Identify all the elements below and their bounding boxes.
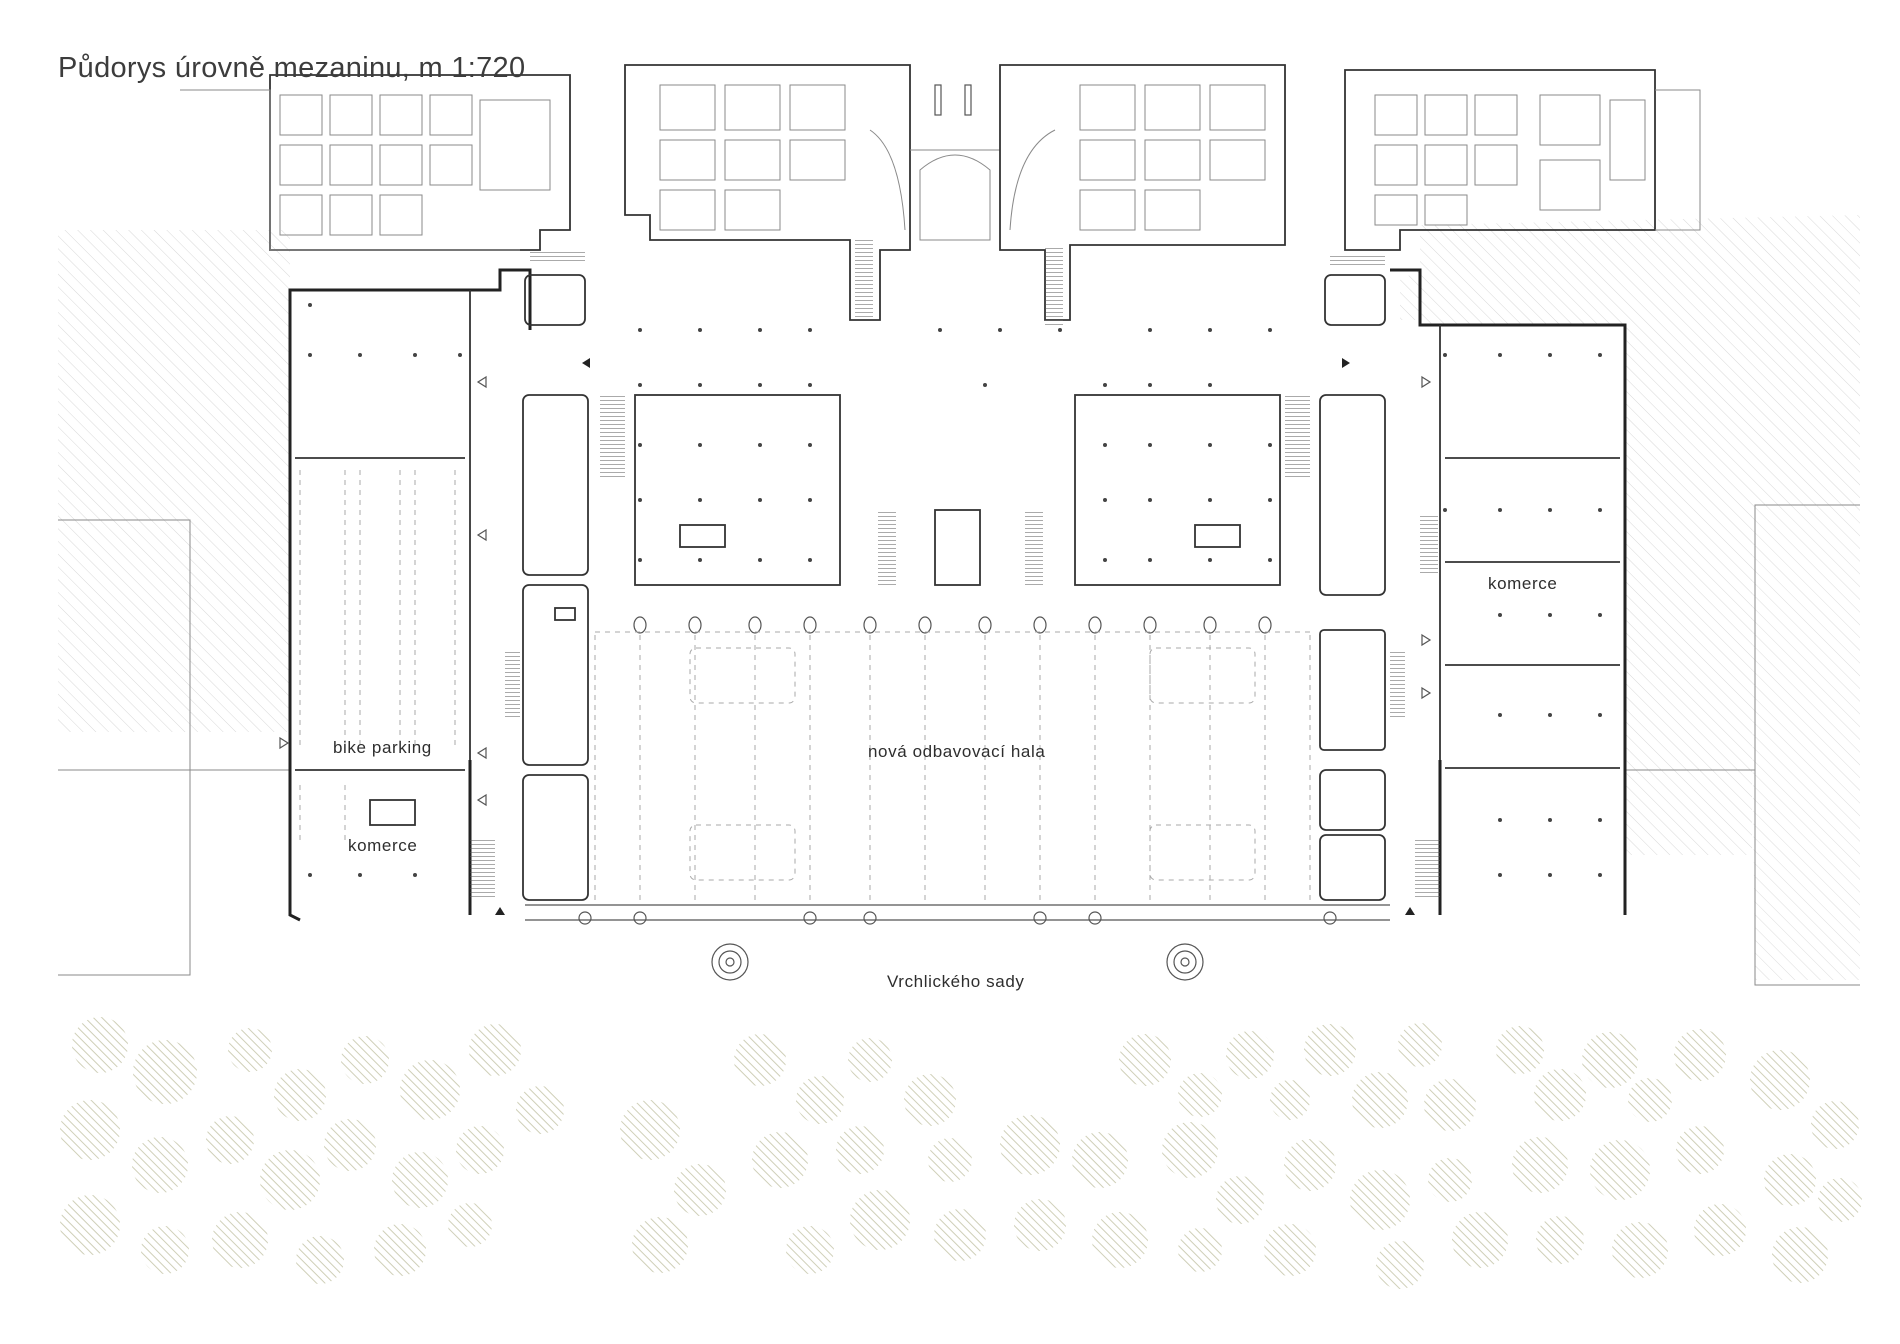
existing-building-left [180, 74, 571, 251]
bike-racks [299, 470, 456, 840]
label-komerce-left: komerce [348, 836, 418, 855]
existing-building-center-right [999, 64, 1286, 321]
column-grid [308, 303, 1602, 877]
context-outlines [58, 504, 1860, 986]
existing-building-right [1344, 69, 1701, 251]
label-park: Vrchlického sady [887, 972, 1025, 991]
main-building-walls [288, 268, 1627, 922]
label-bike-parking: bike parking [333, 738, 432, 757]
platform-blocks [554, 394, 1281, 621]
service-cores [369, 274, 1386, 901]
hall-dashed-grid [594, 631, 1311, 905]
park-trees [60, 1017, 1862, 1289]
hall-columns [578, 616, 1337, 925]
label-komerce-right: komerce [1488, 574, 1558, 593]
drawing-title: Půdorys úrovně mezaninu, m 1:720 [58, 52, 526, 84]
existing-building-center-left [624, 64, 1000, 321]
label-hall: nová odbavovací hala [868, 742, 1046, 761]
stair-hatches [470, 240, 1440, 900]
hatched-context [58, 215, 1860, 980]
entrance-markers [279, 358, 1432, 915]
spiral-stair-icon [711, 943, 1204, 981]
